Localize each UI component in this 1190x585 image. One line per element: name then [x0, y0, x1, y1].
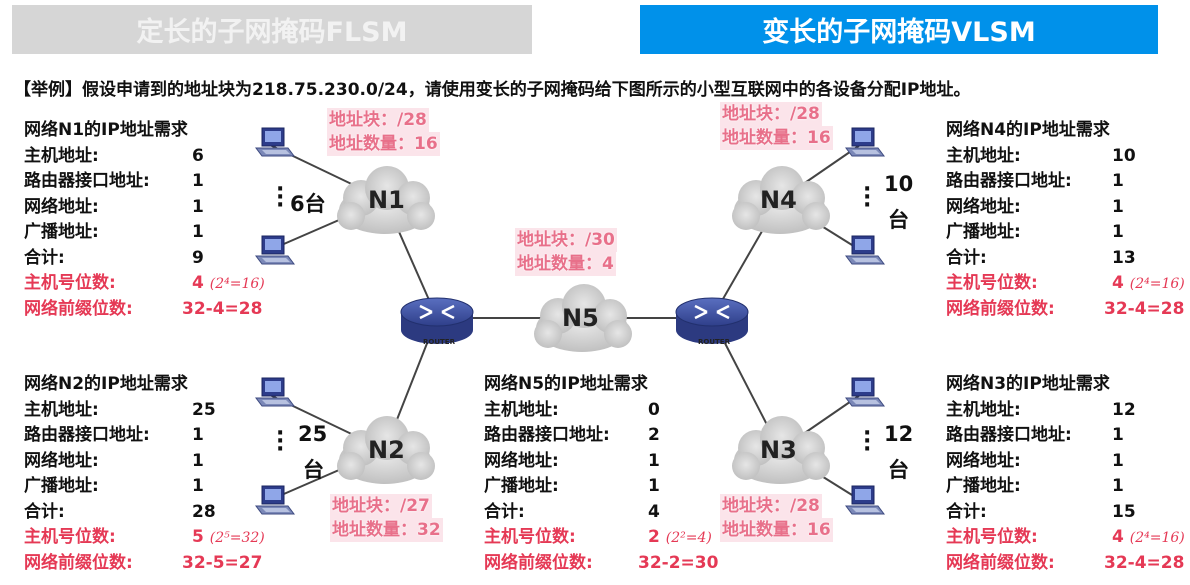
router-left-label: ROUTER — [423, 338, 455, 346]
router-right-icon — [675, 297, 749, 344]
n1-title: 网络N1的IP地址需求 — [24, 120, 188, 140]
n2-label: N2 — [368, 436, 405, 464]
pc-icon — [845, 485, 885, 515]
n5-label: N5 — [562, 304, 599, 332]
n1-label: N1 — [368, 186, 405, 214]
pc-icon — [845, 377, 885, 407]
router-right-label: ROUTER — [698, 338, 730, 346]
example-statement: 【举例】假设申请到的地址块为218.75.230.0/24，请使用变长的子网掩码… — [14, 80, 971, 100]
n3-hosts-count: 12 — [884, 422, 914, 446]
router-left-icon — [400, 297, 474, 344]
n3-ellipsis: ··· — [863, 421, 872, 462]
n5-requirements: 网络N5的IP地址需求 主机地址:0 路由器接口地址:2 网络地址:1 广播地址… — [484, 374, 719, 573]
pc-icon — [845, 235, 885, 265]
n2-hosts-unit: 台 — [303, 458, 324, 482]
n1-ellipsis: ··· — [276, 177, 285, 218]
n2-hosts-count: 25 — [298, 422, 328, 446]
tab-flsm[interactable]: 定长的子网掩码FLSM — [12, 5, 532, 54]
tab-vlsm[interactable]: 变长的子网掩码VLSM — [640, 5, 1158, 54]
n4-label: N4 — [760, 186, 797, 214]
n3-label: N3 — [760, 436, 797, 464]
n4-hosts-count: 10 — [884, 172, 914, 196]
n4-hosts-unit: 台 — [888, 208, 909, 232]
n2-requirements: 网络N2的IP地址需求 主机地址:25 路由器接口地址:1 网络地址:1 广播地… — [24, 374, 265, 573]
n4-ellipsis: ··· — [863, 177, 872, 218]
pc-icon — [845, 127, 885, 157]
n3-requirements: 网络N3的IP地址需求 主机地址:12 路由器接口地址:1 网络地址:1 广播地… — [946, 374, 1185, 573]
n4-requirements: 网络N4的IP地址需求 主机地址:10 路由器接口地址:1 网络地址:1 广播地… — [946, 120, 1185, 319]
n3-hosts-unit: 台 — [888, 458, 909, 482]
n2-ellipsis: ··· — [276, 421, 285, 462]
n1-hosts-count: 6台 — [290, 192, 326, 216]
n1-requirements: 网络N1的IP地址需求 主机地址:6 路由器接口地址:1 网络地址:1 广播地址… — [24, 118, 274, 322]
